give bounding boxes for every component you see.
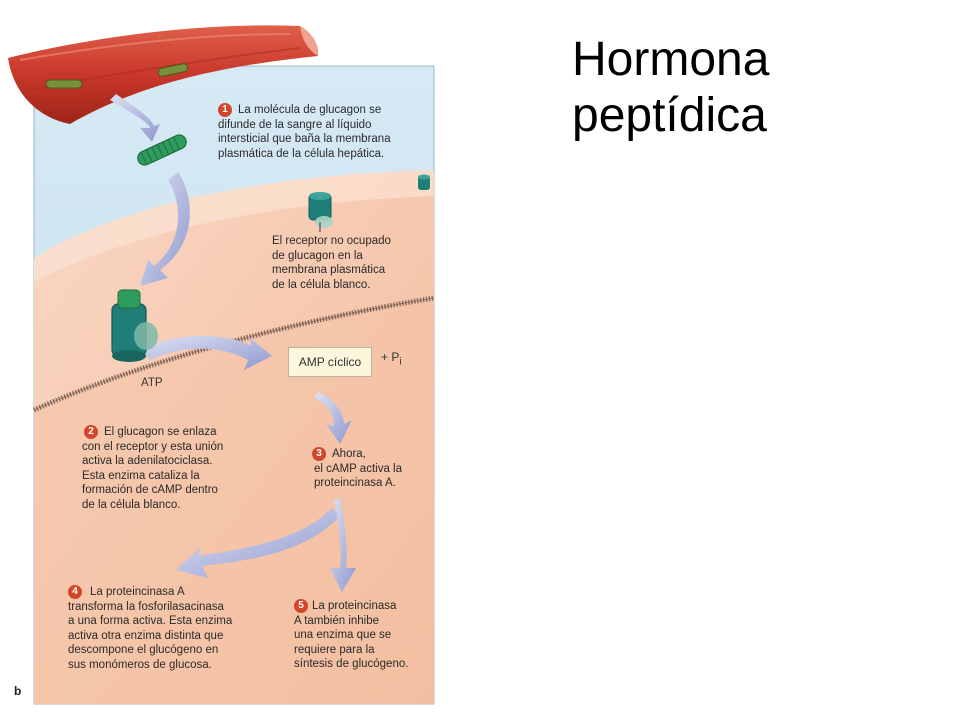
step-5-line-5: síntesis de glucógeno. [294, 658, 409, 671]
step-2-badge: 2 [84, 425, 98, 439]
step-1-text: La molécula de glucagon se difunde de la… [218, 103, 391, 161]
slide-title-line-1: Hormona [572, 33, 770, 86]
step-4-line-1: La proteincinasa A [90, 586, 185, 598]
step-3-line-1: Ahora, [332, 448, 366, 460]
atp-label: ATP [141, 377, 163, 389]
step-2-line-1: El glucagon se enlaza [104, 426, 217, 438]
step-3-badge: 3 [312, 447, 326, 461]
receptor-note: El receptor no ocupado de glucagon en la… [272, 234, 391, 292]
phosphate-subscript: i [399, 356, 402, 368]
receptor-note-line-1: El receptor no ocupado [272, 235, 391, 247]
slide-title: Hormona peptídica [572, 32, 769, 144]
step-1-line-3: intersticial que baña la membrana [218, 133, 391, 146]
step-4-line-3: a una forma activa. Esta enzima [68, 615, 233, 628]
step-4-badge: 4 [68, 585, 82, 599]
phosphate-text: + P [381, 350, 400, 364]
membrane-halo [34, 170, 434, 282]
glucagon-molecule [137, 134, 187, 166]
arrow-atp-to-camp [140, 336, 272, 370]
unoccupied-receptor [308, 192, 333, 232]
step-2-text: El glucagon se enlaza con el receptor y … [82, 425, 223, 513]
step-3-line-3: proteincinasa A. [314, 477, 396, 490]
arrow-pka-to-step5 [330, 498, 356, 592]
step-4-line-5: descompone el glucógeno en [68, 644, 219, 657]
receptor-note-line-2: de glucagon en la [272, 249, 363, 262]
receptor-note-line-3: membrana plasmática [272, 264, 386, 277]
edge-receptor [418, 174, 430, 190]
arrow-to-receptor [140, 172, 190, 286]
step-5-line-1: La proteincinasa [312, 600, 397, 612]
receptor-note-line-4: de la célula blanco. [272, 278, 371, 291]
step-1-line-4: plasmática de la célula hepática. [218, 147, 385, 160]
step-5-line-3: una enzima que se [294, 629, 392, 642]
glucagon-signaling-figure: 1 La molécula de glucagon se difunde de … [0, 0, 440, 720]
step-1-line-1: La molécula de glucagon se [238, 104, 382, 116]
step-2-line-2: con el receptor y esta unión [82, 440, 224, 453]
step-4-line-6: sus monómeros de glucosa. [68, 658, 212, 671]
arrow-pka-to-step4 [176, 508, 340, 578]
panel-letter: b [14, 684, 22, 698]
step-5-badge: 5 [294, 599, 308, 613]
step-2-line-5: formación de cAMP dentro [82, 484, 218, 497]
step-4-line-4: activa otra enzima distinta que [68, 629, 224, 642]
slide-title-line-2: peptídica [572, 89, 767, 142]
step-1-line-2: difunde de la sangre al líquido [218, 118, 372, 131]
step-5-line-4: requiere para la [294, 643, 375, 656]
step-4-line-2: transforma la fosforilasacinasa [68, 600, 224, 613]
step-2-line-3: activa la adenilatociclasa. [82, 455, 213, 468]
arrow-camp-to-pka [314, 392, 352, 444]
camp-box: AMP cíclico [288, 347, 372, 377]
figure-illustration [8, 25, 435, 705]
step-1-badge: 1 [218, 103, 232, 117]
step-5-text: La proteincinasa A también inhibe una en… [294, 599, 408, 672]
phosphate-label: + Pi [381, 350, 402, 367]
step-4-text: La proteincinasa A transforma la fosfori… [68, 585, 232, 673]
occupied-receptor [111, 289, 158, 362]
cytoplasm-region [34, 300, 434, 704]
step-3-text: Ahora, el cAMP activa la proteincinasa A… [314, 447, 402, 491]
arrow-blood-to-fluid [110, 94, 160, 142]
step-3-line-2: el cAMP activa la [314, 462, 402, 475]
step-2-line-4: Esta enzima cataliza la [82, 469, 200, 482]
step-5-line-2: A también inhibe [294, 614, 380, 627]
step-2-line-6: de la célula blanco. [82, 498, 181, 511]
